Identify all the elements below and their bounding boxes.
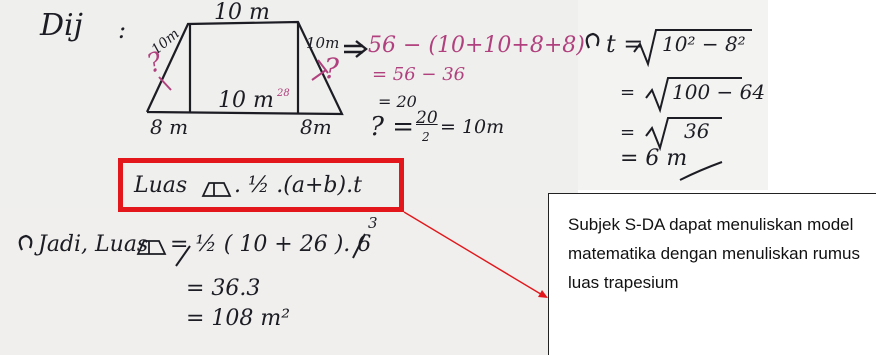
calc-fraction-numerator: 20 xyxy=(416,108,438,128)
handwritten-photo-top-right xyxy=(578,0,768,190)
implies-arrow xyxy=(344,40,368,58)
formula-expression: . ½ .(a+b).t xyxy=(234,173,362,198)
formula-highlight-box xyxy=(118,158,404,212)
calc-line-2: = 56 − 36 xyxy=(372,64,466,85)
callout-box xyxy=(548,193,876,355)
callout-arrow xyxy=(403,211,548,298)
sqrt-signs xyxy=(633,29,752,152)
calc-fraction-denominator: 2 xyxy=(422,130,430,144)
callout-text: Subjek S-DA dapat menuliskan model matem… xyxy=(568,215,860,292)
leg-ticks xyxy=(158,59,329,91)
conclusion-line-2: = 36.3 xyxy=(186,276,261,301)
handwritten-photo-bottom xyxy=(0,208,548,355)
calc-question-result: = 10m xyxy=(440,116,505,138)
cancel-strokes xyxy=(175,233,366,267)
underline-scribble xyxy=(679,161,723,181)
height-row1-eq: = xyxy=(620,82,636,103)
height-row2-eq: = xyxy=(620,122,636,143)
conclusion-line-3: = 108 m² xyxy=(186,306,291,331)
height-t-label: t = xyxy=(606,30,644,58)
calc-question-prefix: ? = xyxy=(370,112,414,142)
conclusion-line-1-rest: = ½ ( 10 + 26 ). 6 xyxy=(170,232,372,257)
right-leg-label: 10m xyxy=(306,34,340,52)
given-label: Dij xyxy=(40,8,83,43)
bottom-middle-sup: 28 xyxy=(277,88,290,99)
bottom-middle-label: 10 m xyxy=(218,88,274,113)
height-result: = 6 m xyxy=(620,146,688,171)
given-colon: : xyxy=(118,16,127,44)
bottom-right-label: 8m xyxy=(300,115,332,139)
height-row1: 100 − 64 xyxy=(672,80,766,104)
formula-luas-text: Luas xyxy=(134,173,188,198)
conclusion-cancel-above: 3 xyxy=(368,214,378,232)
conclusion-line-1: Jadi, Luas xyxy=(38,232,149,257)
hook-mark-right xyxy=(585,32,600,49)
calc-line-1: 56 − (10+10+8+8) xyxy=(368,33,585,58)
top-base-label: 10 m xyxy=(214,0,270,25)
hook-mark-bottom xyxy=(18,234,33,251)
height-row2: 36 xyxy=(684,119,710,143)
handwritten-photo-top-left xyxy=(0,0,578,208)
bottom-left-label: 8 m xyxy=(150,115,189,139)
right-unknown-mark: ? xyxy=(324,52,340,85)
trapezium-symbols xyxy=(136,182,232,255)
trapezium-figure xyxy=(146,20,344,116)
calc-line-3: = 20 xyxy=(378,92,417,111)
height-expression: 10² − 8² xyxy=(662,32,746,56)
